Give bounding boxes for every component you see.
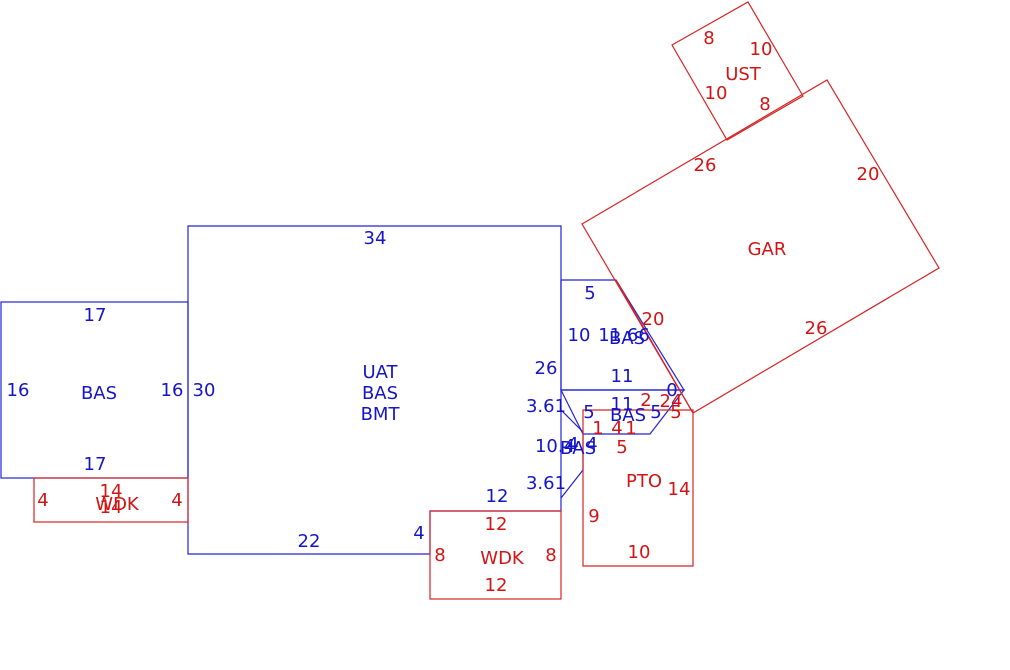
bas-top-dim-top: 5 xyxy=(584,283,595,304)
pto-dim-f: 1 xyxy=(625,418,636,439)
pto-dim-d: 1 xyxy=(592,418,603,439)
bas-top-label: BAS xyxy=(609,328,645,349)
uat-dim-right-step-a: 3.61 xyxy=(526,396,566,417)
bas-small-area: BAS 4 4 xyxy=(560,434,598,459)
bas-left-dim-left: 16 xyxy=(7,380,30,401)
uat-dim-right-upper: 26 xyxy=(535,358,558,379)
wdk-bottom-dim-bottom: 12 xyxy=(485,575,508,596)
wdk-left-dim-top: 14 xyxy=(100,481,123,502)
uat-dim-bottom: 22 xyxy=(298,531,321,552)
ust-dim-top: 8 xyxy=(703,28,714,49)
bas-left-dim-right: 16 xyxy=(161,380,184,401)
bas-mid-dim-left: 5 xyxy=(583,402,594,423)
wdk-bottom-label: WDK xyxy=(480,548,525,569)
wdk-left-dim-left: 4 xyxy=(37,490,48,511)
bas-mid-area: BAS 5 11 5 0 xyxy=(583,380,677,426)
pto-outline xyxy=(582,409,694,567)
wdk-bottom-outline xyxy=(429,510,562,600)
ust-area: UST 8 10 10 8 xyxy=(703,28,772,115)
pto-label: PTO xyxy=(626,471,662,492)
pto-dim-e: 4 xyxy=(611,418,622,439)
bas-mid-dim-top: 11 xyxy=(611,394,634,415)
wdk-bottom-area: WDK 12 12 8 8 xyxy=(434,514,556,596)
pto-dim-left: 9 xyxy=(588,506,599,527)
gar-dim-top: 26 xyxy=(694,155,717,176)
uat-dim-right-mid: 10.4 xyxy=(535,436,575,457)
wdk-bottom-dim-right: 8 xyxy=(545,545,556,566)
wdk-left-area: WDK 14 14 4 4 xyxy=(37,481,182,518)
uat-dim-left: 30 xyxy=(193,380,216,401)
gar-dim-right: 20 xyxy=(857,164,880,185)
wdk-left-dim-bottom: 14 xyxy=(100,497,123,518)
bas-mid-label: BAS xyxy=(610,405,646,426)
pto-dim-b: 24 xyxy=(660,391,683,412)
gar-area: GAR 26 20 26 20 xyxy=(642,155,880,339)
bas-top-dim-diag: 11.66 xyxy=(598,325,650,346)
bas-left-label: BAS xyxy=(81,383,117,404)
gar-label: GAR xyxy=(748,239,787,260)
uat-label-line1: UAT xyxy=(362,362,398,383)
wdk-bottom-dim-left: 8 xyxy=(434,545,445,566)
bas-small-dim-b: 4 xyxy=(586,434,597,455)
ust-dim-right: 10 xyxy=(750,39,773,60)
ust-outline xyxy=(671,1,804,141)
uat-dim-step: 4 xyxy=(413,523,424,544)
pto-dim-a: 2 xyxy=(640,390,651,411)
uat-label-line2: BAS xyxy=(362,383,398,404)
wdk-bottom-dim-top: 12 xyxy=(485,514,508,535)
bas-top-diagonal-red xyxy=(615,279,694,414)
bas-top-area: BAS 5 10 11.66 11 xyxy=(568,283,650,387)
gar-dim-left: 20 xyxy=(642,309,665,330)
bas-left-area: BAS 17 17 16 16 xyxy=(7,305,184,475)
bas-left-dim-top: 17 xyxy=(84,305,107,326)
wdk-left-outline xyxy=(33,477,189,523)
ust-dim-bottom: 8 xyxy=(759,94,770,115)
pto-dim-bottom: 10 xyxy=(628,542,651,563)
bas-mid-dim-right: 5 xyxy=(650,402,661,423)
bas-small-label: BAS xyxy=(560,438,596,459)
pto-dim-right: 14 xyxy=(668,479,691,500)
uat-dim-right-step-b: 3.61 xyxy=(526,473,566,494)
bas-mid-dim-extra: 0 xyxy=(666,380,677,401)
wdk-left-label: WDK xyxy=(95,494,140,515)
uat-area-outline xyxy=(187,225,584,555)
bas-top-dim-bottom: 11 xyxy=(611,366,634,387)
bas-top-dim-left: 10 xyxy=(568,325,591,346)
ust-label: UST xyxy=(725,64,762,85)
bas-left-dim-bottom: 17 xyxy=(84,454,107,475)
wdk-left-dim-right: 4 xyxy=(171,490,182,511)
bas-small-dim-a: 4 xyxy=(567,434,578,455)
bas-mid-outline xyxy=(560,389,686,435)
gar-dim-bottom: 26 xyxy=(805,318,828,339)
addition-outlines xyxy=(33,1,940,600)
ust-dim-left: 10 xyxy=(705,83,728,104)
pto-dim-c: 5 xyxy=(670,402,681,423)
uat-label-line3: BMT xyxy=(361,404,401,425)
uat-dim-notch: 12 xyxy=(486,486,509,507)
uat-dim-top: 34 xyxy=(364,228,387,249)
uat-area: UAT BAS BMT 34 30 22 4 26 3.61 10.4 3.61… xyxy=(193,228,575,552)
pto-dim-g: 5 xyxy=(616,437,627,458)
pto-area: PTO 2 24 5 1 4 1 5 14 9 10 xyxy=(588,390,690,563)
